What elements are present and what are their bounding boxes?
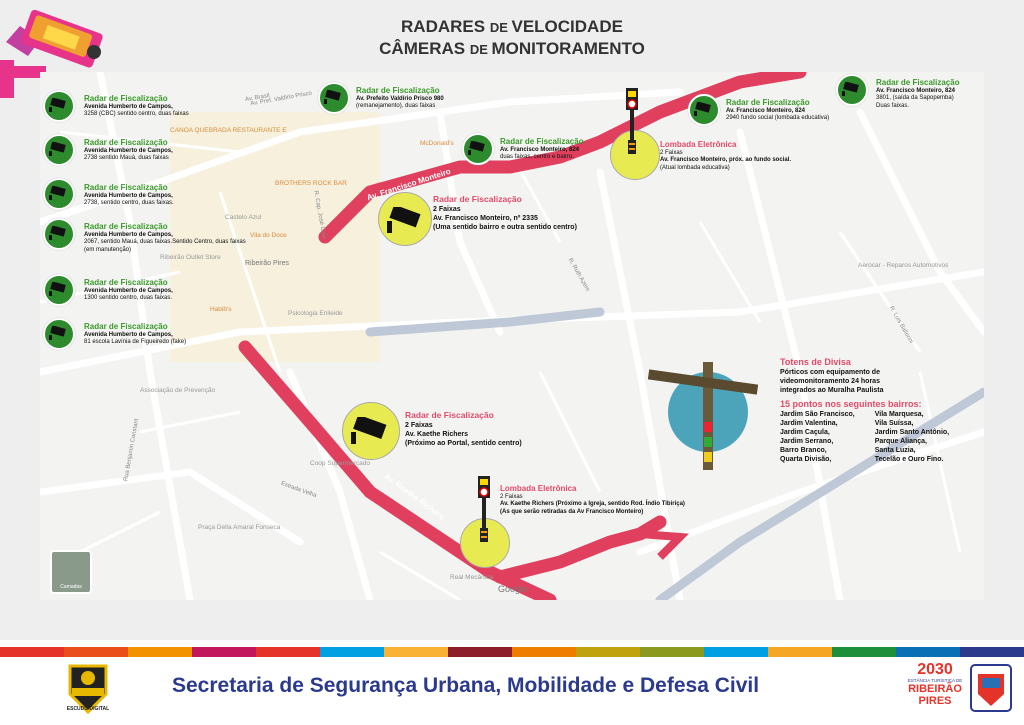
radar-icon[interactable] [43, 178, 75, 210]
color-bar-segment [320, 647, 384, 657]
logo-city: RIBEIRÃO PIRES [908, 683, 962, 707]
speed-sign-icon [478, 476, 490, 566]
place-label: Associação de Prevenção [140, 387, 216, 394]
color-bar [0, 647, 1024, 657]
radar-icon[interactable] [43, 274, 75, 306]
place-label: Habib's [210, 306, 232, 313]
layers-button[interactable]: Camadas [50, 550, 92, 594]
camera-logo-icon [0, 8, 120, 100]
place-label: Real Mecânica [450, 574, 493, 581]
escudo-digital-label: ESCUDO DIGITAL [66, 706, 110, 712]
radar-icon[interactable] [462, 133, 494, 165]
color-bar-segment [640, 647, 704, 657]
radar-mid-marker[interactable] [378, 192, 432, 246]
logo-year: 2030 [917, 661, 953, 678]
color-bar-segment [768, 647, 832, 657]
color-bar-segment [832, 647, 896, 657]
place-label: Ribeirão Pires [245, 260, 289, 267]
place-label: Praça Della Amaral Fonseca [198, 524, 281, 531]
layers-label: Camadas [60, 584, 82, 590]
speed-bump-marker[interactable] [610, 130, 660, 180]
radar-icon[interactable] [43, 134, 75, 166]
speed-sign-icon [626, 88, 638, 178]
color-bar-segment [64, 647, 128, 657]
map-streets [40, 72, 984, 600]
color-bar-segment [384, 647, 448, 657]
color-bar-segment [960, 647, 1024, 657]
radar-icon[interactable] [43, 90, 75, 122]
totem-icon [647, 362, 759, 472]
place-label: BROTHERS ROCK BAR [275, 180, 347, 187]
radar-icon[interactable] [688, 94, 720, 126]
place-label: Coop Supermercado [310, 460, 370, 467]
color-bar-segment [576, 647, 640, 657]
color-bar-segment [896, 647, 960, 657]
place-label: Psicologia Enileide [288, 310, 343, 317]
radar-icon[interactable] [836, 74, 868, 106]
color-bar-segment [128, 647, 192, 657]
color-bar-segment [512, 647, 576, 657]
place-label: CANOA QUEBRADA RESTAURANTE E [170, 127, 287, 134]
radar-icon[interactable] [318, 82, 350, 114]
place-label: Aerocar - Reparos Automotivos [858, 262, 949, 269]
place-label: Castelo Azul [225, 214, 262, 221]
totem-annotation: Totens de Divisa Pórticos com equipament… [780, 357, 950, 463]
color-bar-segment [448, 647, 512, 657]
place-label: Ribeirão Outlet Store [160, 254, 221, 261]
color-bar-segment [192, 647, 256, 657]
map-canvas[interactable]: Av. Francisco Monteiro Av. Koethe Richer… [40, 72, 984, 600]
radar-koethe-marker[interactable] [342, 402, 400, 460]
color-bar-segment [704, 647, 768, 657]
radar-icon[interactable] [43, 218, 75, 250]
color-bar-segment [256, 647, 320, 657]
google-logo: Google [498, 584, 528, 594]
place-label: McDonald's [420, 140, 454, 147]
logo-subtitle: ESTÂNCIA TURÍSTICA DE [907, 678, 963, 683]
radar-icon[interactable] [43, 318, 75, 350]
color-bar-segment [0, 647, 64, 657]
place-label: Vila do Doce [250, 232, 287, 239]
escudo-digital-logo [66, 662, 110, 715]
footer-title: Secretaria de Segurança Urbana, Mobilida… [172, 674, 760, 697]
page-title: RADARES DE VELOCIDADE CÂMERAS DE MONITOR… [379, 17, 645, 58]
city-logo: 2030 ESTÂNCIA TURÍSTICA DE RIBEIRÃO PIRE… [902, 662, 968, 716]
city-crest-icon [970, 664, 1012, 712]
